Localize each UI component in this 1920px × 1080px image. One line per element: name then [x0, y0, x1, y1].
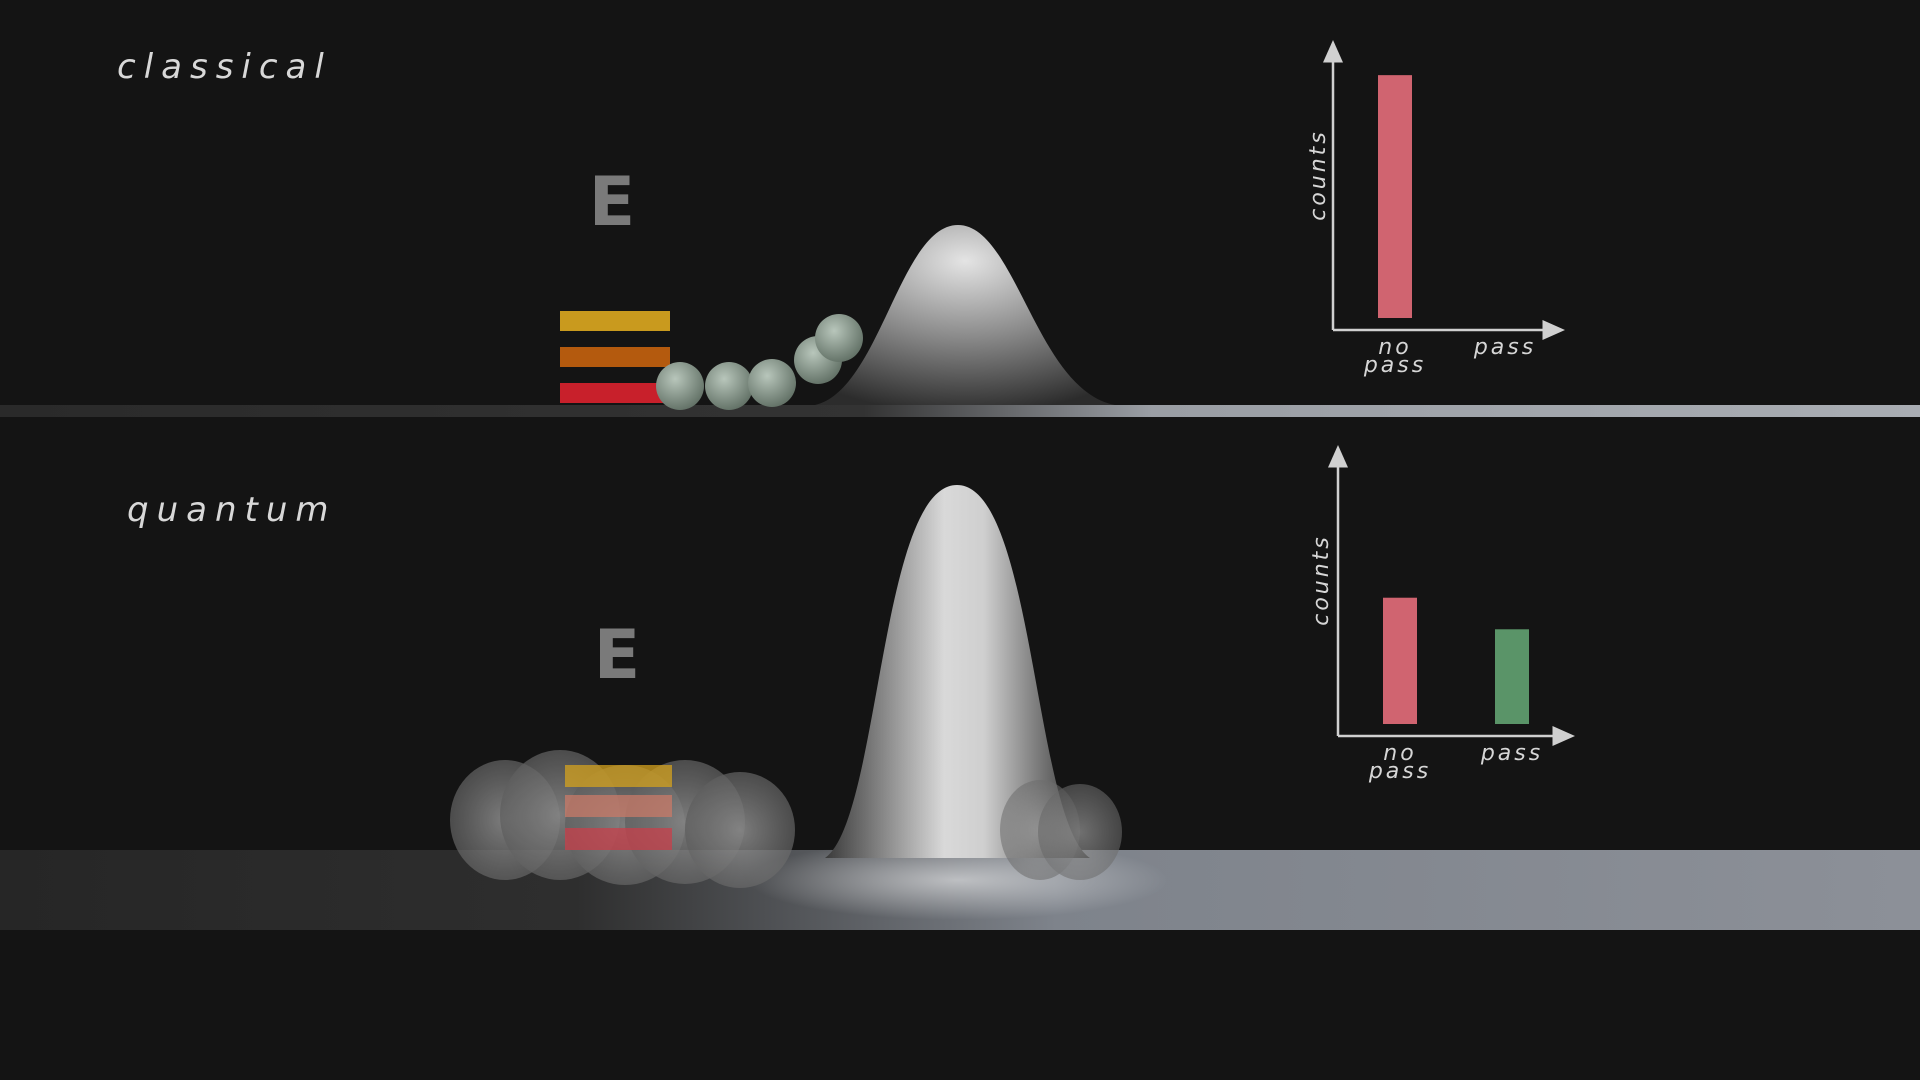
energy-level-high: [565, 765, 672, 787]
ball: [656, 362, 704, 410]
bar-pass: [1495, 629, 1529, 724]
x-tick-label: pass: [1480, 741, 1543, 766]
ball: [748, 359, 796, 407]
x-tick-label: pass: [1473, 335, 1536, 360]
ball-trajectory: [656, 314, 863, 410]
energy-levels: [560, 311, 670, 403]
bar-no-pass: [1383, 597, 1417, 724]
energy-level-low: [560, 383, 670, 403]
potential-barrier: [815, 225, 1115, 405]
floor-track: [0, 405, 1920, 417]
ball: [815, 314, 863, 362]
energy-level-high: [560, 311, 670, 331]
ball: [705, 362, 753, 410]
energy-level-mid: [565, 795, 672, 817]
energy-label: E: [589, 163, 635, 242]
wavepacket-transmitted: [1000, 780, 1122, 880]
energy-level-mid: [560, 347, 670, 367]
energy-level-low: [565, 828, 672, 850]
energy-label: E: [594, 616, 640, 695]
y-axis-label: counts: [1309, 534, 1334, 626]
energy-levels: [565, 765, 672, 850]
y-axis-label: counts: [1306, 129, 1331, 221]
potential-barrier: [825, 485, 1090, 858]
bar-no-pass: [1378, 75, 1412, 319]
panel-label-quantum: quantum: [127, 490, 337, 530]
panel-label-classical: classical: [117, 47, 332, 87]
